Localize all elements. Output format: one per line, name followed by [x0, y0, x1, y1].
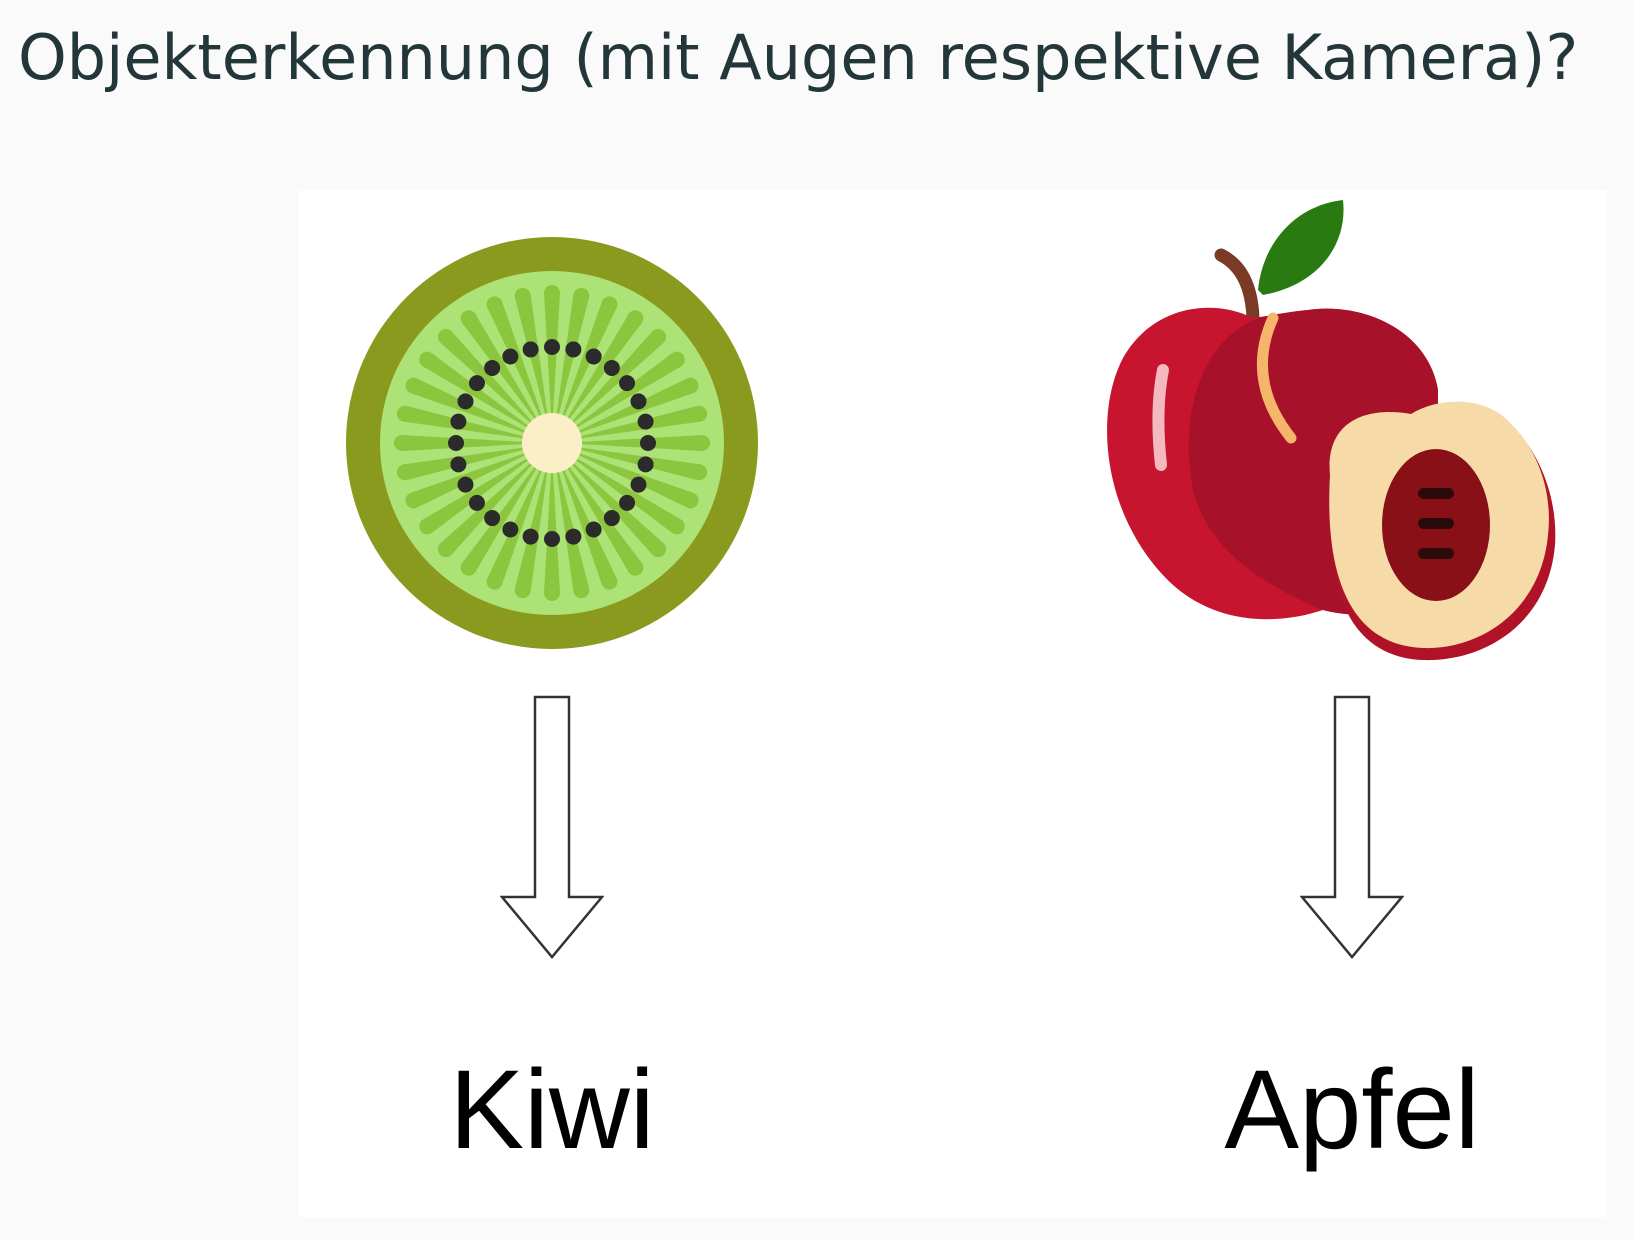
- kiwi-ray-tip: [650, 328, 667, 345]
- kiwi-seed: [565, 528, 582, 545]
- kiwi-seed: [484, 359, 501, 376]
- apple-highlight: [1152, 364, 1169, 471]
- kiwi-ray: [440, 462, 533, 555]
- kiwi-seed: [544, 339, 560, 355]
- kiwi-ray-tip: [460, 310, 477, 327]
- kiwi-seed: [619, 494, 636, 511]
- kiwi-ray-tip: [691, 464, 708, 481]
- kiwi-ray-tip: [437, 541, 454, 558]
- kiwi-seed: [603, 359, 620, 376]
- kiwi-ray-tip: [668, 351, 685, 368]
- kiwi-seed: [544, 531, 560, 547]
- kiwi-ray-tip: [682, 492, 699, 509]
- kiwi-seed: [522, 341, 539, 358]
- slide-title: Objekterkennung (mit Augen respektive Ka…: [18, 21, 1579, 94]
- kiwi-seed: [637, 413, 654, 430]
- kiwi-ray-tip: [514, 582, 531, 599]
- apple-seed: [1418, 548, 1454, 559]
- apple-seed: [1418, 518, 1454, 529]
- kiwi-seed: [640, 435, 656, 451]
- down-arrow-icon: [500, 695, 604, 959]
- kiwi-ray-tip: [419, 518, 436, 535]
- apple-icon: [1107, 200, 1556, 661]
- kiwi-seed: [484, 510, 501, 527]
- kiwi-seed: [585, 348, 602, 365]
- kiwi-ray-tip: [396, 464, 413, 481]
- kiwi-seed: [630, 393, 647, 410]
- kiwi-seed: [502, 521, 519, 538]
- kiwi-ray-tip: [396, 405, 413, 422]
- kiwi-seed: [619, 375, 636, 392]
- kiwi-ray-tip: [668, 518, 685, 535]
- kiwi-icon: [346, 237, 758, 649]
- kiwi-seed: [450, 413, 467, 430]
- kiwi-ray-tip: [573, 582, 590, 599]
- kiwi-ray-tip: [405, 377, 422, 394]
- kiwi-seed: [637, 456, 654, 473]
- kiwi-ray-tip: [694, 435, 710, 451]
- kiwi-seed: [585, 521, 602, 538]
- apple-label: Apfel: [1224, 1047, 1480, 1172]
- kiwi-label: Kiwi: [449, 1047, 655, 1172]
- kiwi-seed: [448, 435, 464, 451]
- apple-band: [1257, 312, 1297, 444]
- kiwi-ray-tip: [486, 296, 503, 313]
- kiwi-core: [522, 413, 582, 473]
- kiwi-ray-tip: [691, 405, 708, 422]
- apple-seed: [1418, 488, 1454, 499]
- kiwi-ray-tip: [419, 351, 436, 368]
- kiwi-seed: [457, 476, 474, 493]
- kiwi-ray-tip: [544, 585, 560, 601]
- apple-leaf: [1258, 200, 1344, 295]
- down-arrow-icon: [1300, 695, 1404, 959]
- kiwi-ray-tip: [601, 296, 618, 313]
- figure-panel: Kiwi Apfel: [299, 190, 1607, 1217]
- kiwi-ray-tip: [544, 285, 560, 301]
- kiwi-ray: [571, 331, 664, 424]
- apple-stem: [1214, 248, 1260, 325]
- kiwi-seed: [502, 348, 519, 365]
- kiwi-ray-tip: [682, 377, 699, 394]
- kiwi-seed: [468, 494, 485, 511]
- kiwi-ray-tip: [627, 310, 644, 327]
- kiwi-ray-tip: [394, 435, 410, 451]
- kiwi-ray-tip: [460, 559, 477, 576]
- kiwi-seed: [468, 375, 485, 392]
- kiwi-seed: [565, 341, 582, 358]
- kiwi-ray-tip: [627, 559, 644, 576]
- kiwi-seed: [630, 476, 647, 493]
- kiwi-seed: [457, 393, 474, 410]
- kiwi-ray-tip: [514, 287, 531, 304]
- kiwi-ray-tip: [601, 573, 618, 590]
- kiwi-ray-tip: [650, 541, 667, 558]
- kiwi-seed: [522, 528, 539, 545]
- kiwi-seeds: [448, 339, 656, 547]
- kiwi-ray-tip: [486, 573, 503, 590]
- kiwi-seed: [603, 510, 620, 527]
- kiwi-ray-tip: [437, 328, 454, 345]
- kiwi-ray: [440, 331, 533, 424]
- kiwi-seed: [450, 456, 467, 473]
- kiwi-ray: [571, 462, 664, 555]
- kiwi-ray-tip: [405, 492, 422, 509]
- kiwi-ray-tip: [573, 287, 590, 304]
